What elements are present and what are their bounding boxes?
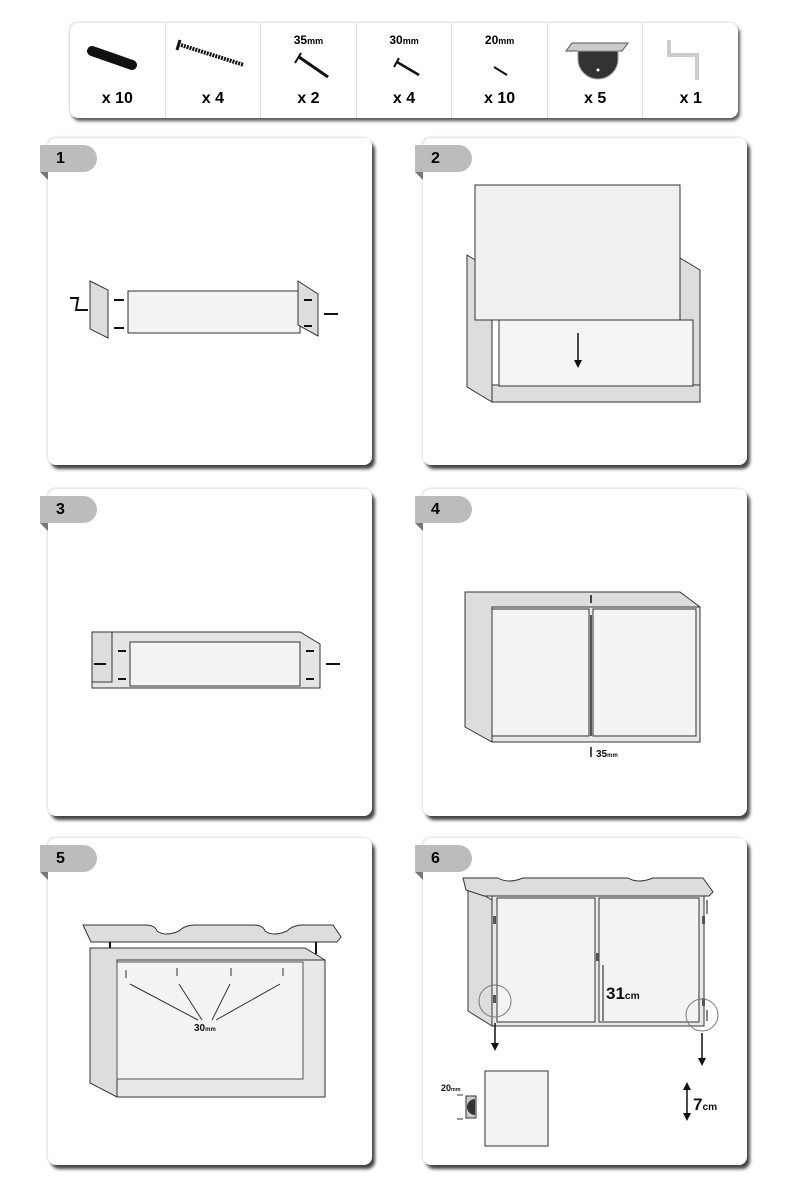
part-size: 30mm xyxy=(389,33,419,47)
hinge-offset-label: 7cm xyxy=(693,1095,718,1114)
part-screw-20: 20mm x 10 xyxy=(452,23,548,118)
screw-icon xyxy=(294,52,330,79)
step-3-diagram xyxy=(91,631,340,689)
door-height-label: 31cm xyxy=(606,984,640,1003)
step-number: 5 xyxy=(40,845,97,880)
part-qty: x 4 xyxy=(201,90,224,107)
part-dowel: x 10 xyxy=(70,23,166,118)
part-screw-30: 30mm x 4 xyxy=(357,23,453,118)
part-size: 20mm xyxy=(484,33,515,47)
step-4-panel: 4 35mm xyxy=(415,489,747,816)
part-qty: x 4 xyxy=(392,90,416,107)
part-long-screw: x 4 xyxy=(166,23,262,118)
step-number: 4 xyxy=(415,496,472,531)
step-1-diagram xyxy=(70,280,338,339)
part-qty: x 2 xyxy=(297,90,320,107)
step-5-panel: 5 30mm xyxy=(40,838,372,1165)
part-screw-35: 35mm x 2 xyxy=(261,23,357,118)
step-2-diagram xyxy=(466,184,701,403)
step-5-diagram xyxy=(82,924,342,1098)
parts-list: x 10 x 4 35mm x 2 30mm x 4 20mm x 10 x 5… xyxy=(70,23,738,118)
screw-icon xyxy=(392,57,420,77)
step-6-panel: 6 31cm 7cm 20mm xyxy=(415,838,747,1165)
screw-length-label: 35mm xyxy=(596,749,618,760)
part-hinge: x 5 xyxy=(548,23,644,118)
long-screw-icon xyxy=(175,39,245,67)
step-number: 6 xyxy=(415,845,472,880)
hinge-icon xyxy=(564,42,629,80)
step-3-panel: 3 xyxy=(40,489,372,816)
part-qty: x 10 xyxy=(101,90,133,107)
part-size: 35mm xyxy=(293,33,324,47)
part-allen-key: x 1 xyxy=(643,23,738,118)
dowel-icon xyxy=(87,46,137,70)
step-2-panel: 2 xyxy=(415,138,747,465)
screw-length-label: 30mm xyxy=(194,1023,216,1034)
step-number: 2 xyxy=(415,145,472,180)
step-1-panel: 1 xyxy=(40,138,372,465)
allen-key-icon xyxy=(667,40,700,80)
step-4-diagram xyxy=(464,591,701,757)
part-qty: x 10 xyxy=(484,90,516,107)
screw-length-label: 20mm xyxy=(441,1083,461,1093)
part-qty: x 5 xyxy=(584,90,607,107)
part-qty: x 1 xyxy=(679,90,702,107)
step-number: 3 xyxy=(40,496,97,531)
screw-icon xyxy=(493,66,508,76)
step-6-diagram xyxy=(457,877,719,1147)
step-number: 1 xyxy=(40,145,97,180)
